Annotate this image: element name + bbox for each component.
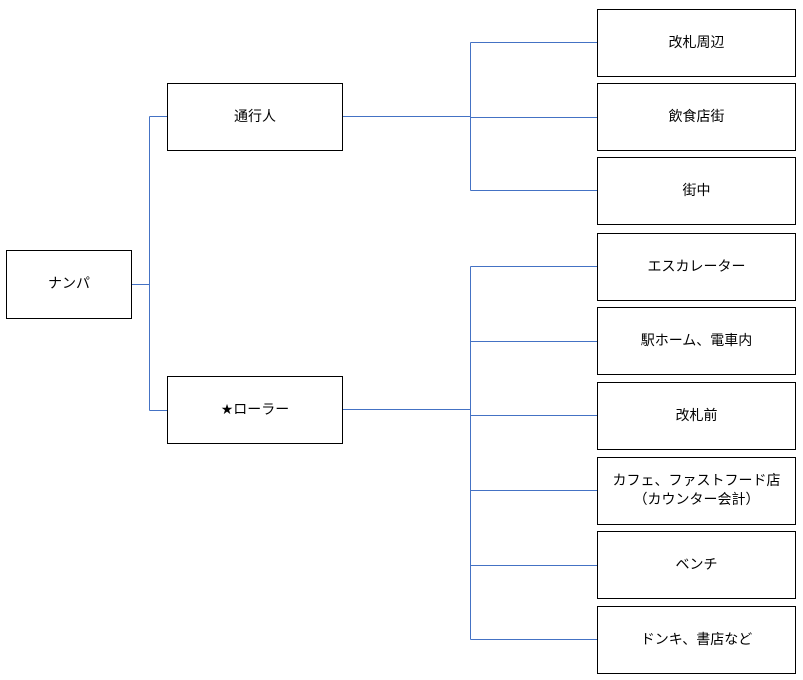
leaf-node: 改札前 <box>597 382 796 450</box>
leaf-node-label: 改札前 <box>675 407 718 424</box>
leaf-node: ベンチ <box>597 531 796 599</box>
leaf-node-label: 改札周辺 <box>668 34 725 51</box>
leaf-node: 街中 <box>597 157 796 225</box>
leaf-node-label: 駅ホーム、電車内 <box>640 332 753 349</box>
root-node: ナンパ <box>6 250 132 319</box>
leaf-node-label: 街中 <box>682 182 711 199</box>
leaf-node: エスカレーター <box>597 233 796 301</box>
root-node-label: ナンパ <box>48 276 90 292</box>
branch-node-label: 通行人 <box>234 108 276 125</box>
leaf-node: カフェ、ファストフード店 （カウンター会計） <box>597 457 796 525</box>
leaf-node-label: エスカレーター <box>647 258 746 275</box>
branch-node-passersby: 通行人 <box>167 83 343 151</box>
leaf-node-label: ベンチ <box>675 556 718 573</box>
branch-node-label: ★ローラー <box>220 401 290 418</box>
connector-root-bus <box>132 116 150 411</box>
leaf-node: ドンキ、書店など <box>597 606 796 674</box>
leaf-node: 改札周辺 <box>597 9 796 77</box>
leaf-node-label: カフェ、ファストフード店 （カウンター会計） <box>612 473 781 508</box>
leaf-node-label: ドンキ、書店など <box>640 631 753 648</box>
branch-node-roller: ★ローラー <box>167 376 343 444</box>
leaf-node-label: 飲食店街 <box>668 108 725 125</box>
leaf-node: 駅ホーム、電車内 <box>597 307 796 375</box>
leaf-node: 飲食店街 <box>597 83 796 151</box>
